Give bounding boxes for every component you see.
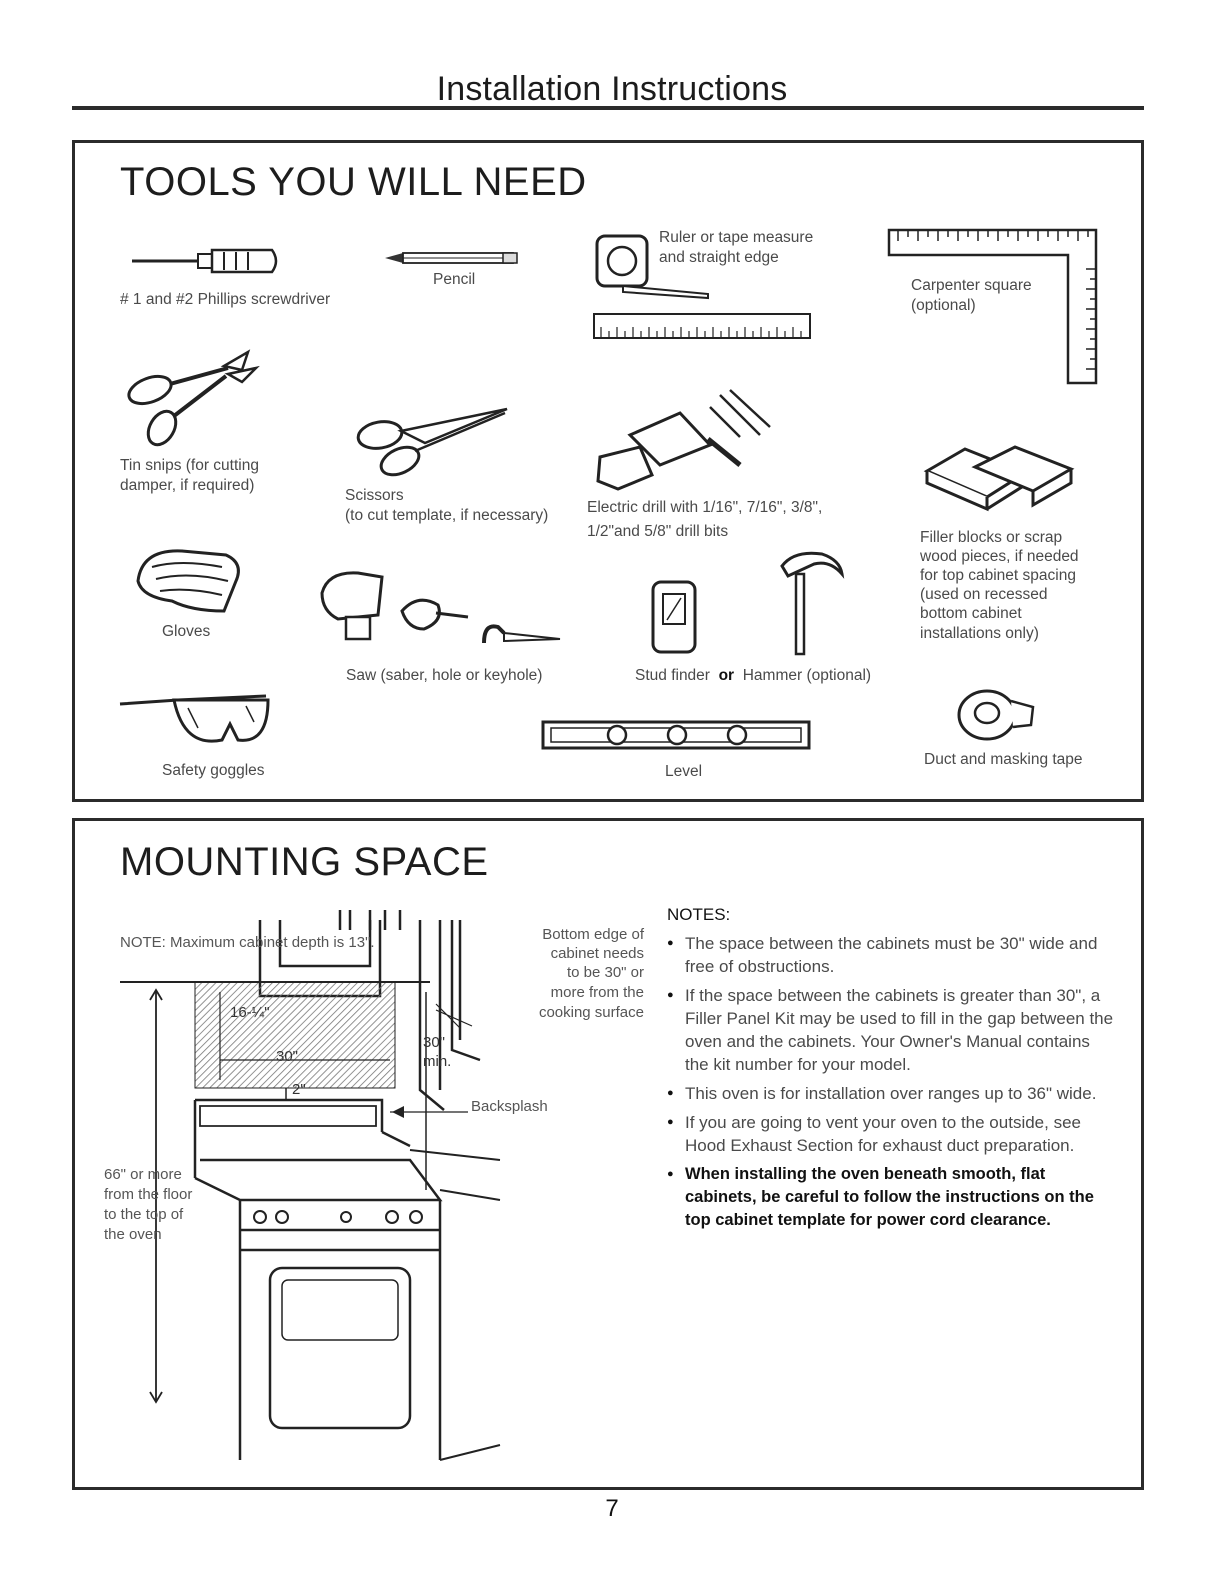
filler-caption-6: installations only) bbox=[920, 625, 1039, 642]
stud-finder-caption: Stud finder or Hammer (optional) bbox=[635, 666, 871, 686]
page-title: Installation Instructions bbox=[436, 70, 788, 108]
ruler-icon bbox=[593, 313, 811, 339]
carpenter-square-icon bbox=[887, 228, 1098, 385]
diagram-note: NOTE: Maximum cabinet depth is 13". bbox=[120, 934, 375, 951]
scissors-caption-2: (to cut template, if necessary) bbox=[345, 507, 549, 524]
gloves-icon bbox=[136, 549, 240, 613]
notes-title: NOTES: bbox=[667, 905, 731, 924]
square-caption-1: Carpenter square bbox=[911, 277, 1032, 294]
ruler-caption-2: and straight edge bbox=[659, 249, 779, 266]
bottom-edge-line-5: cooking surface bbox=[538, 1004, 644, 1021]
gloves-caption: Gloves bbox=[162, 623, 211, 640]
drill-caption-1: Electric drill with 1/16", 7/16", 3/8", bbox=[587, 498, 822, 518]
goggles-caption: Safety goggles bbox=[162, 762, 265, 779]
level-caption: Level bbox=[665, 763, 703, 780]
drill-sizes-a: 1/16", 7/16", 3/8", bbox=[702, 499, 823, 516]
floor-line-3: to the top of bbox=[104, 1206, 184, 1223]
floor-line-4: the oven bbox=[104, 1226, 162, 1243]
hammer-text: Hammer (optional) bbox=[742, 667, 872, 684]
scissors-caption-1: Scissors bbox=[345, 487, 404, 504]
gap-label: 2" bbox=[292, 1081, 306, 1098]
title-rule bbox=[72, 106, 1144, 110]
duct-tape-icon bbox=[957, 689, 1035, 741]
stud-finder-text: Stud finder bbox=[635, 667, 710, 684]
filler-blocks-icon bbox=[923, 445, 1075, 512]
tools-panel bbox=[72, 140, 1144, 802]
depth-label: 16-¼" bbox=[230, 1004, 270, 1021]
hammer-icon bbox=[780, 551, 845, 656]
safety-goggles-icon bbox=[119, 694, 270, 743]
width-label: 30" bbox=[276, 1048, 299, 1065]
level-icon bbox=[541, 720, 811, 750]
bottom-edge-line-4: more from the bbox=[550, 984, 644, 1001]
filler-caption-2: wood pieces, if needed bbox=[920, 548, 1079, 565]
saw-caption: Saw (saber, hole or keyhole) bbox=[346, 667, 543, 684]
screwdriver-icon bbox=[132, 248, 278, 274]
or-text: or bbox=[718, 667, 735, 684]
note-item: The space between the cabinets must be 3… bbox=[667, 932, 1117, 978]
filler-caption-4: (used on recessed bbox=[920, 586, 1048, 603]
tools-section-title: TOOLS YOU WILL NEED bbox=[120, 160, 587, 204]
note-item: This oven is for installation over range… bbox=[667, 1082, 1117, 1105]
floor-line-2: from the floor bbox=[104, 1186, 193, 1203]
bottom-edge-line-2: cabinet needs bbox=[550, 945, 644, 962]
mounting-section-title: MOUNTING SPACE bbox=[120, 840, 489, 884]
filler-caption-3: for top cabinet spacing bbox=[920, 567, 1076, 584]
ruler-caption-1: Ruler or tape measure bbox=[659, 229, 814, 246]
page-number: 7 bbox=[605, 1495, 619, 1522]
bottom-edge-line-3: to be 30" or bbox=[566, 964, 644, 981]
backsplash-label: Backsplash bbox=[471, 1098, 548, 1115]
tinsnips-caption-2: damper, if required) bbox=[120, 477, 255, 494]
tin-snips-icon bbox=[127, 349, 260, 447]
note-item: If the space between the cabinets is gre… bbox=[667, 984, 1117, 1076]
tinsnips-caption-1: Tin snips (for cutting bbox=[120, 457, 259, 474]
floor-line-1: 66" or more bbox=[104, 1166, 182, 1183]
note-item-warning: When installing the oven beneath smooth,… bbox=[667, 1163, 1117, 1232]
square-caption-2: (optional) bbox=[911, 297, 976, 314]
tape-measure-icon bbox=[595, 234, 709, 300]
filler-caption-1: Filler blocks or scrap bbox=[920, 529, 1063, 546]
mounting-diagram bbox=[120, 910, 501, 1461]
pencil-icon bbox=[385, 252, 518, 264]
saw-icon bbox=[320, 571, 561, 644]
bottom-edge-line-1: Bottom edge of bbox=[542, 926, 644, 943]
screwdriver-caption: # 1 and #2 Phillips screwdriver bbox=[120, 291, 331, 308]
notes-list: The space between the cabinets must be 3… bbox=[667, 932, 1117, 1238]
filler-caption-5: bottom cabinet bbox=[920, 605, 1022, 622]
min-label-a: 30" bbox=[423, 1034, 446, 1051]
tape-caption: Duct and masking tape bbox=[924, 751, 1083, 768]
pencil-caption: Pencil bbox=[433, 271, 476, 288]
drill-caption-1-text: Electric drill with bbox=[587, 499, 699, 516]
electric-drill-icon bbox=[596, 389, 771, 491]
drill-caption-2: 1/2"and 5/8" drill bits bbox=[587, 523, 729, 540]
scissors-icon bbox=[356, 407, 508, 477]
mounting-panel bbox=[72, 818, 1144, 1490]
stud-finder-icon bbox=[651, 580, 697, 654]
note-item: If you are going to vent your oven to th… bbox=[667, 1111, 1117, 1157]
min-label-b: min. bbox=[423, 1053, 452, 1070]
